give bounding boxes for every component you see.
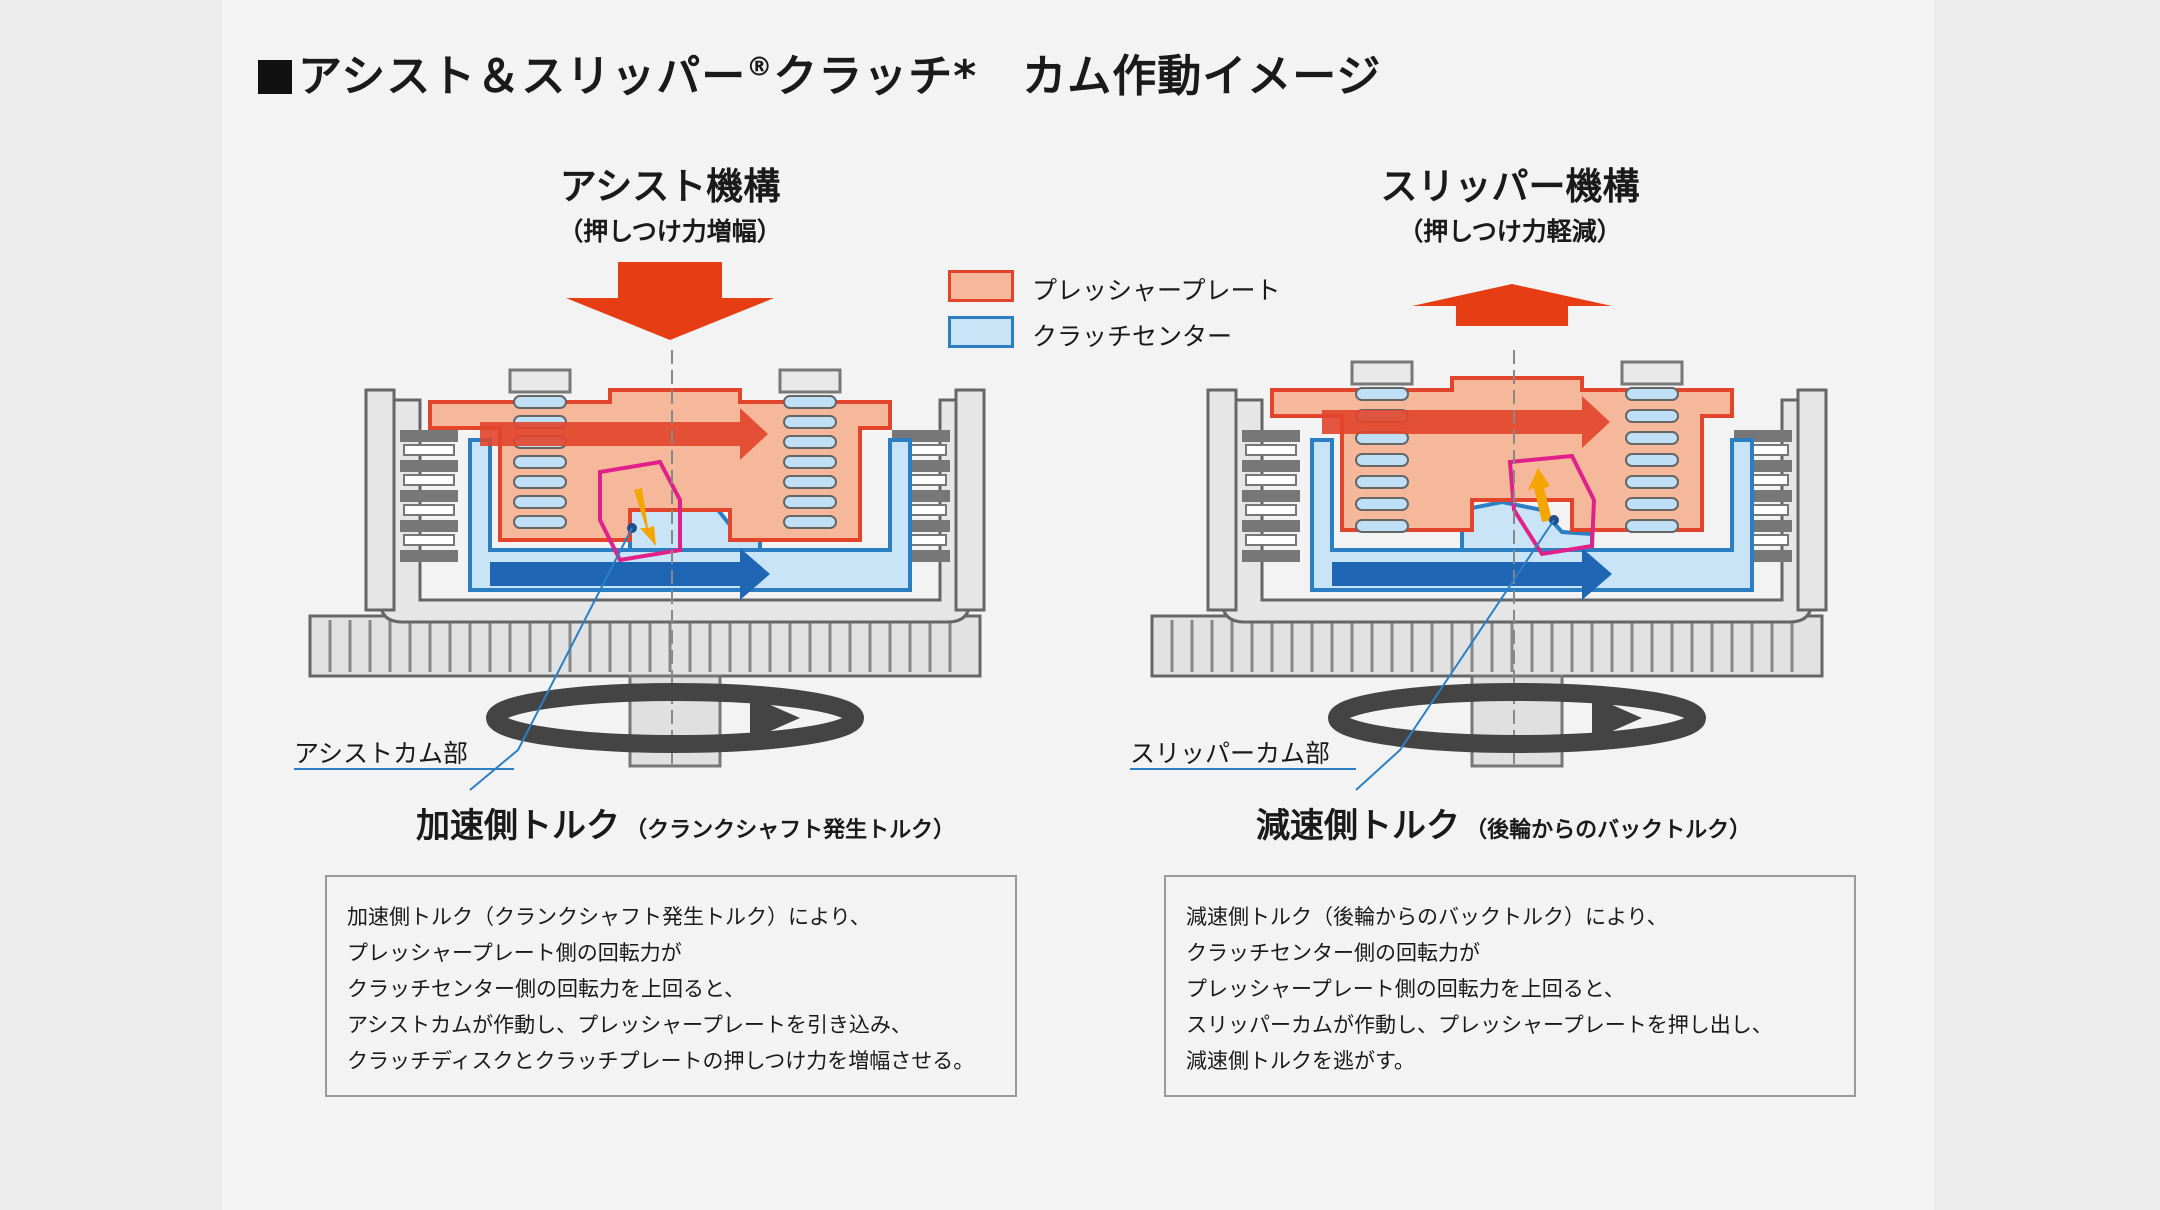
legend-label-pressure-plate: プレッシャープレート [1032,276,1281,305]
slipper-center-rotation-arrow [1332,548,1612,600]
slipper-description-line: プレッシャープレート側の回転力を上回ると、 [1186,977,1625,1001]
title-text-b: クラッチ* カム作動イメージ [773,51,1382,102]
assist-description-line: プレッシャープレート側の回転力が [347,941,682,965]
slipper-cam-arrow [1528,468,1552,522]
assist-rotation-ring [486,683,864,753]
assist-torque-heading: 加速側トルク （クランクシャフト発生トルク） [416,798,955,847]
assist-cam-highlight [598,459,682,563]
slipper-description-box: 減速側トルク（後輪からのバックトルク）により、 クラッチセンター側の回転力が プ… [1164,875,1856,1097]
slipper-subtitle: （押しつけ力軽減） [1398,217,1622,246]
slipper-rotation-ring [1328,683,1706,753]
slipper-pressure-rotation-arrow [1322,396,1610,448]
slipper-torque-title: 減速側トルク [1256,806,1460,846]
title-marker [258,60,292,94]
down-arrow-icon [566,262,774,340]
assist-cam-leader [469,527,633,791]
page-title: アシスト＆スリッパー®クラッチ* カム作動イメージ [258,40,1381,104]
slipper-clutch-diagram [1150,350,1828,791]
slipper-cam-label: スリッパーカム部 [1130,739,1331,768]
slipper-description-line: クラッチセンター側の回転力が [1186,941,1480,965]
slipper-torque-heading: 減速側トルク （後輪からのバックトルク） [1256,798,1751,847]
assist-center-rotation-arrow [490,548,770,600]
title-text-a: アシスト＆スリッパー [298,51,747,102]
slipper-clutch-center [1310,438,1754,592]
assist-torque-note: （クランクシャフト発生トルク） [625,818,956,843]
slipper-torque-note: （後輪からのバックトルク） [1465,818,1752,843]
assist-description-line: クラッチセンター側の回転力を上回ると、 [347,977,746,1001]
slipper-description-line: 減速側トルクを逃がす。 [1186,1049,1415,1073]
assist-title: アシスト機構 [559,165,781,208]
assist-clutch-diagram [308,350,986,791]
slipper-cam-leader [1355,519,1555,791]
assist-subtitle: （押しつけ力増幅） [558,217,782,246]
slipper-description-line: 減速側トルク（後輪からのバックトルク）により、 [1186,905,1668,929]
assist-cam-label-underline [294,768,514,770]
assist-springs [508,368,842,394]
assist-description-box: 加速側トルク（クランクシャフト発生トルク）により、 プレッシャープレート側の回転… [325,875,1017,1097]
assist-description-line: アシストカムが作動し、プレッシャープレートを引き込み、 [347,1013,912,1037]
up-arrow-icon [1412,284,1612,326]
assist-description-line: 加速側トルク（クランクシャフト発生トルク）により、 [347,905,871,929]
assist-cam-arrow [634,488,656,546]
assist-clutch-center [468,438,912,592]
title-registered-mark: ® [746,52,774,83]
slipper-description-line: スリッパーカムが作動し、プレッシャープレートを押し出し、 [1186,1013,1773,1037]
legend-swatch-pressure-plate [948,270,1014,302]
assist-pressure-rotation-arrow [480,408,768,460]
slipper-ring-gear [1150,614,1824,678]
legend-label-clutch-center: クラッチセンター [1032,322,1233,351]
assist-ring-gear [308,614,982,678]
assist-torque-title: 加速側トルク [416,806,620,846]
slipper-springs [1350,360,1684,386]
assist-description-line: クラッチディスクとクラッチプレートの押しつけ力を増幅させる。 [347,1049,975,1073]
slipper-title: スリッパー機構 [1380,165,1640,208]
assist-cam-label: アシストカム部 [294,739,469,768]
legend-swatch-clutch-center [948,316,1014,348]
slipper-cam-label-underline [1130,768,1356,770]
